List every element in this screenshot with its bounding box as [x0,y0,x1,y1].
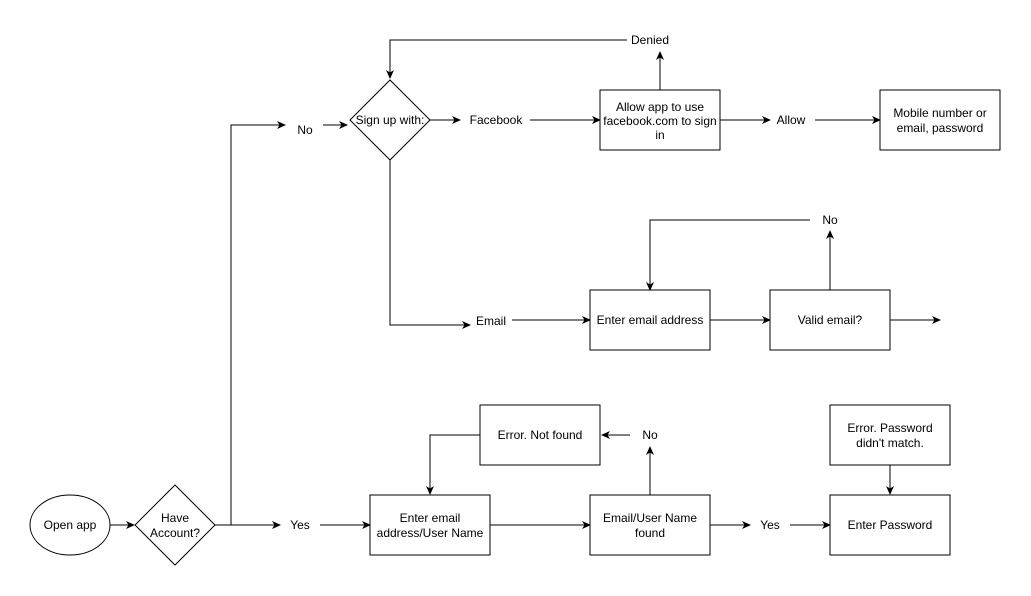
node-valid-email [769,289,891,351]
error-password-text-1: Error. Password [847,421,932,435]
label-no-valid: No [822,213,838,227]
node-enter-email-username [369,494,491,556]
edge-no-enteremail [646,219,810,291]
email-username-found-text-2: found [635,526,665,540]
allow-facebook-text-1: Allow app to use [616,100,704,114]
node-open-app [29,494,111,556]
label-yes-found: Yes [760,518,780,532]
edge-haveaccount-no [215,121,286,526]
node-error-password [829,404,951,466]
node-enter-password [829,494,951,556]
nodes [29,79,1001,566]
enter-password-text: Enter Password [848,518,933,532]
allow-facebook-text-2: facebook.com to sign [603,114,716,128]
node-allow-facebook [599,89,721,151]
edges [101,39,941,529]
valid-email-text: Valid email? [798,313,863,327]
enter-email-address-text: Enter email address [597,313,704,327]
mobile-or-email-text-2: email, password [897,121,984,135]
allow-facebook-text-3: in [655,128,664,142]
edge-errornotfound-enteruser [426,434,480,495]
enter-email-username-text-2: address/User Name [377,526,484,540]
label-email: Email [476,314,506,328]
have-account-text-2: Account? [150,526,200,540]
error-password-text-2: didn't match. [856,436,924,450]
label-no-found: No [642,428,658,442]
email-username-found-text-1: Email/User Name [603,511,697,525]
edge-denied-signup [386,39,627,79]
sign-up-with-text: Sign up with: [356,113,425,127]
label-yes-account: Yes [290,518,310,532]
enter-email-username-text-1: Enter email [400,511,461,525]
have-account-text-1: Have [161,511,189,525]
label-no-signup: No [297,123,313,137]
node-mobile-or-email [879,89,1001,151]
edge-signup-email [389,160,471,329]
error-not-found-text: Error. Not found [498,428,583,442]
node-error-not-found [479,404,601,466]
edge-labels: No Facebook Denied Allow Email No Yes No… [290,33,838,532]
open-app-text: Open app [44,518,97,532]
label-denied: Denied [631,33,669,47]
node-email-username-found [589,494,711,556]
mobile-or-email-text-1: Mobile number or [893,106,986,120]
node-have-account [134,484,216,566]
label-allow: Allow [777,113,806,127]
node-texts: Open app Have Account? Sign up with: All… [44,100,987,540]
node-enter-email-address [589,289,711,351]
node-sign-up-with [349,79,431,161]
label-facebook: Facebook [470,113,524,127]
